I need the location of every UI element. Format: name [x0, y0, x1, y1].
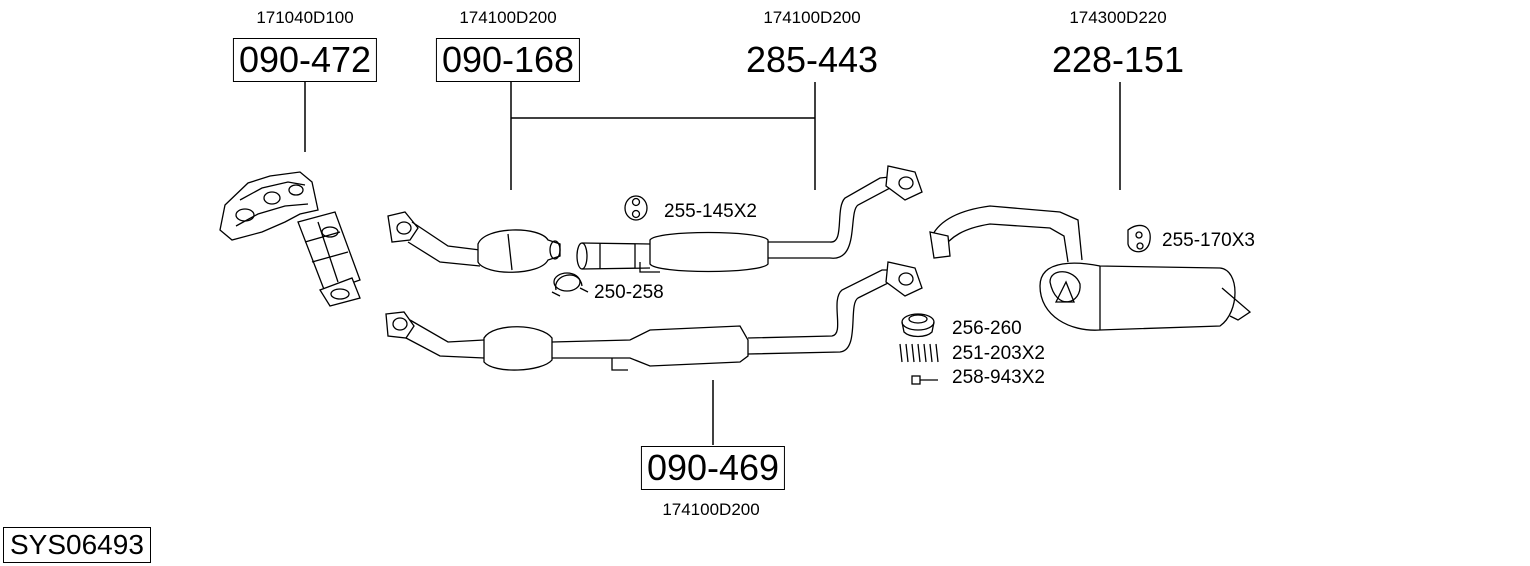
sealing-ring-icon: [901, 313, 935, 338]
part-number-090-168[interactable]: 090-168: [435, 38, 581, 82]
front-catalyst-illustration: [387, 211, 561, 273]
accessory-label-rear-hanger[interactable]: 255-170X3: [1162, 230, 1255, 251]
pipe-clamp-icon: [551, 272, 589, 297]
leader-lines: [304, 82, 1121, 445]
part-oem-090-168: 174100D200: [459, 8, 557, 27]
rear-hanger-icon: [1127, 224, 1151, 253]
rubber-hanger-icon: [624, 195, 648, 221]
accessory-label-sealing-ring[interactable]: 256-260: [952, 318, 1022, 339]
manifold-catalyst-illustration: [219, 171, 361, 307]
accessory-label-clamp[interactable]: 250-258: [594, 282, 664, 303]
bolt-icon: [911, 375, 938, 385]
accessory-label-hanger[interactable]: 255-145X2: [664, 201, 757, 222]
part-oem-228-151: 174300D220: [1069, 8, 1167, 27]
part-oem-090-472: 171040D100: [256, 8, 354, 27]
spring-icon: [899, 343, 939, 363]
lower-assembly-illustration: [385, 261, 923, 371]
part-number-285-443[interactable]: 285-443: [745, 39, 879, 80]
middle-silencer-illustration: [576, 165, 923, 273]
part-number-090-472[interactable]: 090-472: [232, 38, 378, 82]
part-number-090-469[interactable]: 090-469: [640, 446, 786, 490]
part-number-228-151[interactable]: 228-151: [1051, 39, 1185, 80]
system-id-badge: SYS06493: [3, 527, 151, 563]
part-oem-090-469: 174100D200: [662, 500, 760, 519]
part-oem-285-443: 174100D200: [763, 8, 861, 27]
accessory-label-bolt[interactable]: 258-943X2: [952, 367, 1045, 388]
rear-silencer-illustration: [929, 205, 1252, 331]
accessory-label-spring[interactable]: 251-203X2: [952, 343, 1045, 364]
